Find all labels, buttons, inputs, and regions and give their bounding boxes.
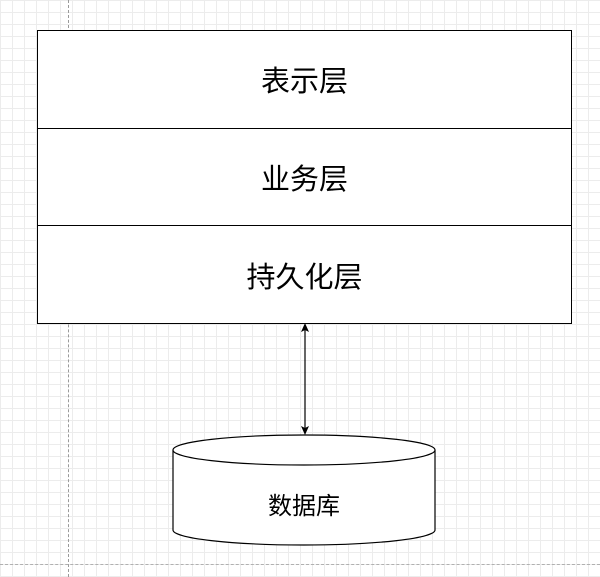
database-label: 数据库	[268, 491, 340, 520]
arrow-head-down-icon	[301, 426, 309, 435]
database-body	[172, 450, 436, 546]
layer-business-label: 业务层	[260, 162, 348, 196]
database-top	[172, 434, 436, 466]
layer-persistence[interactable]: 持久化层	[38, 225, 571, 323]
layer-stack[interactable]: 表示层 业务层 持久化层	[37, 30, 572, 324]
horizontal-guide-line	[0, 564, 600, 565]
layer-presentation[interactable]: 表示层	[38, 31, 571, 128]
arrow-head-up-icon	[301, 323, 309, 332]
layer-presentation-label: 表示层	[260, 64, 348, 99]
layer-business[interactable]: 业务层	[38, 127, 571, 226]
layer-persistence-label: 持久化层	[246, 259, 363, 294]
bidirectional-arrow[interactable]	[295, 322, 315, 436]
database-cylinder[interactable]	[172, 434, 436, 546]
